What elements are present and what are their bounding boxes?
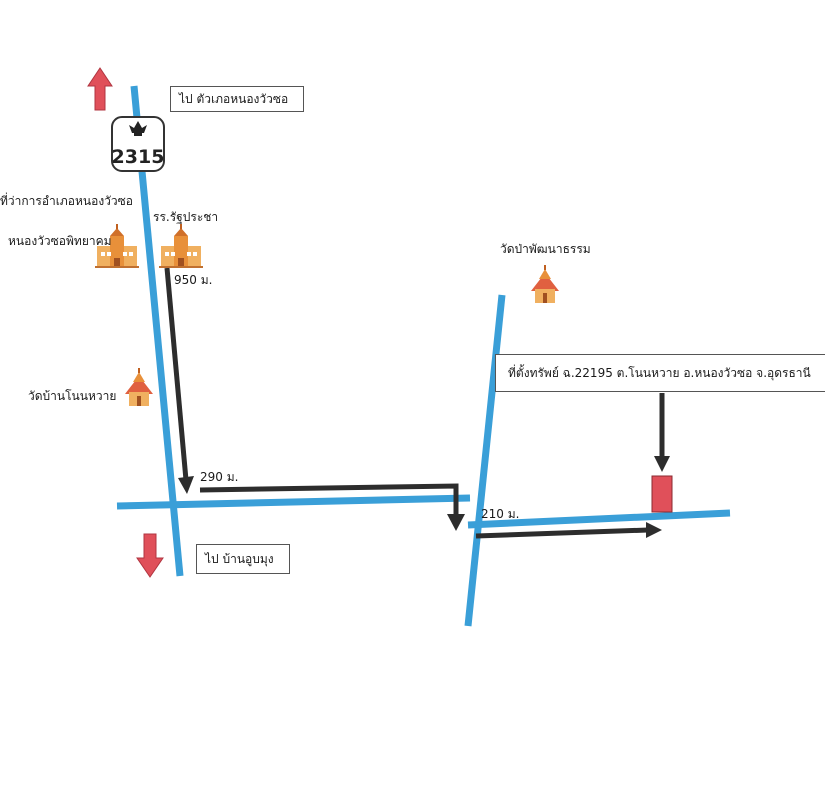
road-east-north <box>464 294 506 627</box>
route-shield: 2315 <box>111 116 165 172</box>
temple-icon <box>531 265 559 303</box>
garuda-emblem-icon <box>129 121 147 136</box>
to-north-text: ไป ตัวเภอหนองวัวซอ <box>179 91 289 106</box>
route-arrow-segment-1 <box>164 267 194 494</box>
distance-290-label: 290 ม. <box>200 470 239 484</box>
temple-icon <box>125 368 153 406</box>
route-number: 2315 <box>112 146 165 168</box>
district-office-label: ที่ว่าการอำเภอหนองวัวซอ <box>0 194 134 208</box>
property-pointer-arrow <box>654 393 670 472</box>
road-cross-west <box>116 494 471 510</box>
route-arrow-segment-2 <box>199 483 465 531</box>
distance-210-label: 210 ม. <box>481 507 520 521</box>
north-arrow-icon <box>87 67 113 111</box>
road-cross-east <box>467 509 731 529</box>
school-nongwuaso-label: หนองวัวซอพิทยาคม <box>8 234 112 248</box>
distance-950-label: 950 ม. <box>174 273 213 287</box>
school-icon <box>159 224 203 268</box>
property-text: ที่ตั้งทรัพย์ ฉ.22195 ต.โนนหวาย อ.หนองวั… <box>508 365 811 380</box>
temple-bannonwai-label: วัดบ้านโนนหวาย <box>28 389 117 403</box>
temple-papattana-label: วัดป่าพัฒนาธรรม <box>500 242 591 256</box>
south-arrow-icon <box>136 533 164 578</box>
property-marker <box>651 475 673 513</box>
to-north-label: ไป ตัวเภอหนองวัวซอ <box>170 86 304 112</box>
to-south-label: ไป บ้านอูบมุง <box>196 544 290 574</box>
to-south-text: ไป บ้านอูบมุง <box>205 551 274 566</box>
route-arrow-segment-3 <box>475 522 662 539</box>
school-ratprachakha-label: รร.รัฐประชา <box>153 210 219 224</box>
property-label: ที่ตั้งทรัพย์ ฉ.22195 ต.โนนหวาย อ.หนองวั… <box>495 354 825 392</box>
